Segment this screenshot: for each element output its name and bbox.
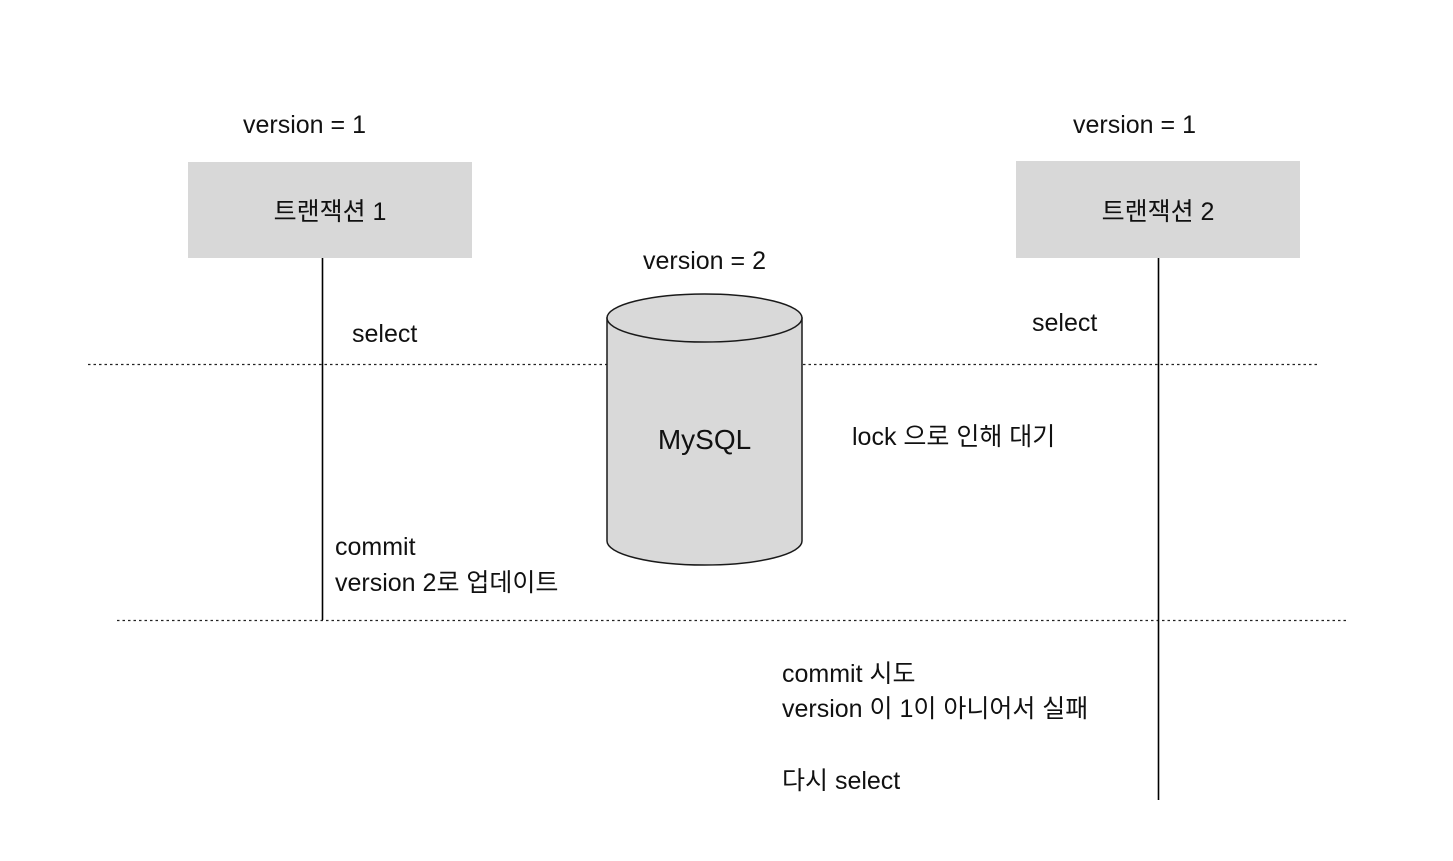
transaction2-commit-try-line2: version 이 1이 아니어서 실패 xyxy=(782,695,1089,723)
transaction2-commit-try-note: commit 시도 version 이 1이 아니어서 실패 xyxy=(782,657,1088,727)
transaction1-select-label: select xyxy=(352,320,418,348)
transaction2-box: 트랜잭션 2 xyxy=(1016,161,1300,258)
transaction1-commit-line1: commit xyxy=(335,533,416,561)
transaction2-version-label: version = 1 xyxy=(1073,111,1196,139)
transaction2-commit-try-line1: commit 시도 xyxy=(782,660,916,688)
database-cylinder-icon xyxy=(606,293,803,566)
transaction1-version-label: version = 1 xyxy=(243,111,366,139)
transaction2-lock-wait-label: lock 으로 인해 대기 xyxy=(852,423,1056,451)
transaction2-reselect-label: 다시 select xyxy=(782,767,901,795)
transaction1-box: 트랜잭션 1 xyxy=(188,162,472,258)
transaction2-box-label: 트랜잭션 2 xyxy=(1101,197,1215,226)
database-version-label: version = 2 xyxy=(643,247,766,275)
database-name-label: MySQL xyxy=(657,424,752,455)
transaction1-commit-line2: version 2로 업데이트 xyxy=(335,569,559,597)
transaction2-select-label: select xyxy=(1032,309,1098,337)
transaction1-commit-note: commit version 2로 업데이트 xyxy=(335,529,558,601)
transaction1-box-label: 트랜잭션 1 xyxy=(273,198,387,226)
